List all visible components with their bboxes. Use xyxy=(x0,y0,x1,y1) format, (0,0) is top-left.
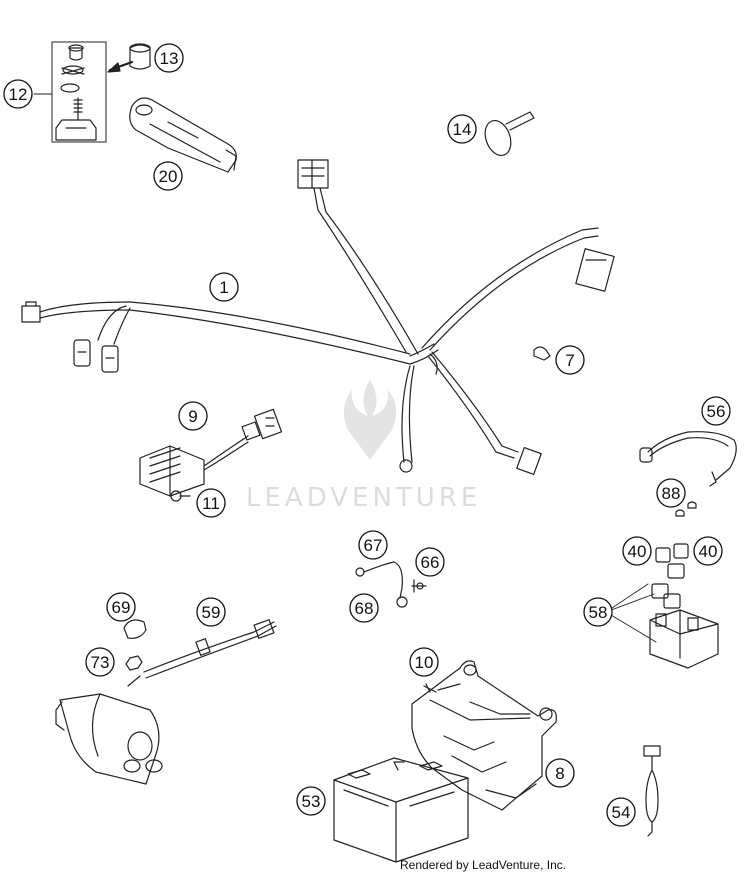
callout-53[interactable]: 53 xyxy=(296,786,326,816)
callout-56[interactable]: 56 xyxy=(701,396,731,426)
callout-68[interactable]: 68 xyxy=(349,593,379,623)
callout-11[interactable]: 11 xyxy=(196,488,226,518)
wiring-harness xyxy=(21,159,615,476)
starter-cable xyxy=(639,431,737,487)
callout-8[interactable]: 8 xyxy=(545,758,575,788)
callout-label: 66 xyxy=(421,553,440,572)
callout-7[interactable]: 7 xyxy=(555,345,585,375)
callout-label: 7 xyxy=(565,351,574,370)
callout-label: 13 xyxy=(160,49,179,68)
callout-label: 88 xyxy=(662,484,681,503)
starter-relay xyxy=(649,501,719,669)
callout-label: 67 xyxy=(364,536,383,555)
leadventure-watermark: LEADVENTURE xyxy=(246,380,481,513)
callout-67[interactable]: 67 xyxy=(358,530,388,560)
callout-40-left[interactable]: 40 xyxy=(622,536,652,566)
callout-20[interactable]: 20 xyxy=(153,161,183,191)
callout-label: 20 xyxy=(159,167,178,186)
callout-label: 58 xyxy=(589,603,608,622)
callout-54[interactable]: 54 xyxy=(606,797,636,827)
callout-14[interactable]: 14 xyxy=(447,114,477,144)
callout-label: 11 xyxy=(202,494,220,513)
harness-clip xyxy=(533,346,551,361)
battery-box xyxy=(411,660,557,811)
callout-label: 73 xyxy=(91,653,110,672)
callout-66[interactable]: 66 xyxy=(415,547,445,577)
callout-13[interactable]: 13 xyxy=(154,43,184,73)
callout-label: 54 xyxy=(612,803,631,822)
callout-label: 12 xyxy=(9,85,28,104)
starter-motor-group xyxy=(55,619,277,785)
voltage-regulator xyxy=(139,408,283,502)
callout-label: 68 xyxy=(355,599,374,618)
battery xyxy=(333,757,469,863)
callout-label: 1 xyxy=(219,278,228,297)
callout-label: 14 xyxy=(453,120,472,139)
callout-58[interactable]: 58 xyxy=(583,597,613,627)
callout-1[interactable]: 1 xyxy=(209,272,239,302)
callout-10[interactable]: 10 xyxy=(409,647,439,677)
flame-logo-icon xyxy=(343,380,397,460)
callout-label: 9 xyxy=(188,407,197,426)
fuse-holder xyxy=(643,745,661,837)
callout-88[interactable]: 88 xyxy=(656,478,686,508)
callout-label: 8 xyxy=(555,764,564,783)
leader-lines xyxy=(33,93,657,643)
callout-label: 69 xyxy=(112,598,131,617)
watermark-text: LEADVENTURE xyxy=(246,483,481,513)
callout-40-right[interactable]: 40 xyxy=(693,536,723,566)
callout-label: 10 xyxy=(415,653,434,672)
callout-label: 40 xyxy=(699,542,718,561)
callouts: 1 7 8 9 10 11 12 13 14 20 40 40 53 54 56… xyxy=(3,43,731,827)
cable-tie xyxy=(484,111,535,157)
callout-label: 59 xyxy=(202,603,221,622)
callout-12[interactable]: 12 xyxy=(3,79,33,109)
kill-switch-assembly xyxy=(51,41,237,173)
render-credit: Rendered by LeadVenture, Inc. xyxy=(400,858,567,872)
callout-label: 40 xyxy=(628,542,647,561)
callout-9[interactable]: 9 xyxy=(178,401,208,431)
ground-cable xyxy=(355,561,427,608)
callout-69[interactable]: 69 xyxy=(106,592,136,622)
callout-59[interactable]: 59 xyxy=(196,597,226,627)
callout-73[interactable]: 73 xyxy=(85,647,115,677)
callout-label: 53 xyxy=(302,792,321,811)
callout-label: 56 xyxy=(707,402,726,421)
